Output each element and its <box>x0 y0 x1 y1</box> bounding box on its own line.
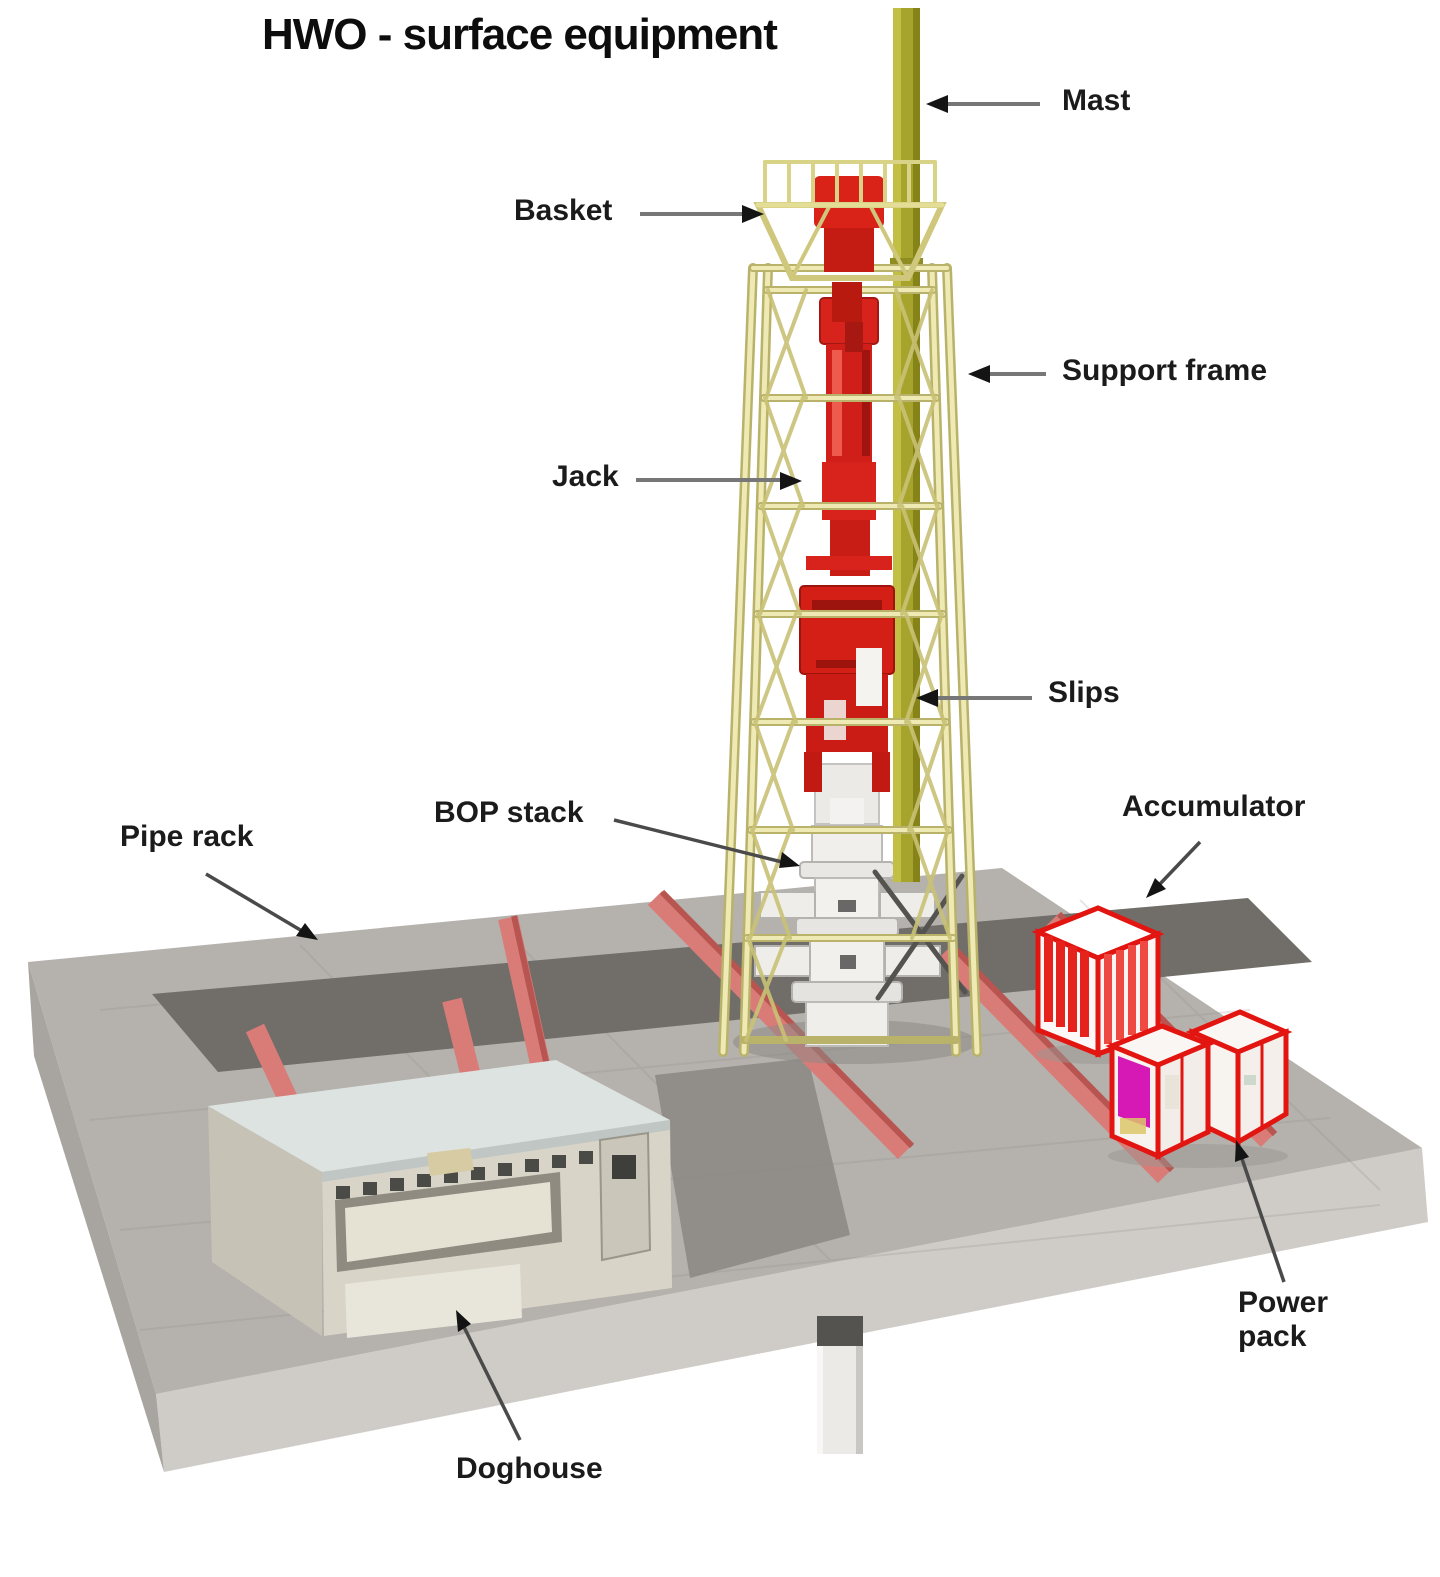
label-power-pack: Power pack <box>1238 1286 1329 1353</box>
label-bop-stack: BOP stack <box>434 796 584 829</box>
accumulator-bottles <box>1044 936 1089 1037</box>
power-pack-magenta-panel <box>1118 1056 1150 1128</box>
label-basket: Basket <box>514 194 613 227</box>
label-slips: Slips <box>1048 676 1120 709</box>
label-mast: Mast <box>1062 84 1131 117</box>
doghouse-lower-panel <box>345 1264 522 1338</box>
power-pack <box>1105 1009 1293 1168</box>
callout-arrows <box>205 95 1286 1441</box>
accumulator-arrow <box>1156 840 1202 888</box>
conductor-pipe <box>817 1316 863 1454</box>
page-title: HWO - surface equipment <box>262 10 778 59</box>
basket <box>753 160 947 352</box>
label-doghouse: Doghouse <box>456 1452 603 1485</box>
pipe-rack-arrow <box>205 872 303 933</box>
label-accumulator: Accumulator <box>1122 790 1306 823</box>
label-pipe-rack: Pipe rack <box>120 820 254 853</box>
accumulator <box>1031 905 1165 1064</box>
bop-stack-arrow <box>613 818 783 864</box>
doghouse-arrow <box>461 1324 522 1441</box>
doghouse-shadow <box>655 1058 850 1278</box>
slips <box>799 585 895 792</box>
label-support-frame: Support frame <box>1062 354 1268 387</box>
doghouse <box>208 1060 672 1338</box>
accumulator-bottles-side <box>1104 941 1148 1044</box>
doghouse-door <box>598 1131 652 1262</box>
label-jack: Jack <box>552 460 619 493</box>
power-pack-arrow <box>1239 1155 1286 1283</box>
